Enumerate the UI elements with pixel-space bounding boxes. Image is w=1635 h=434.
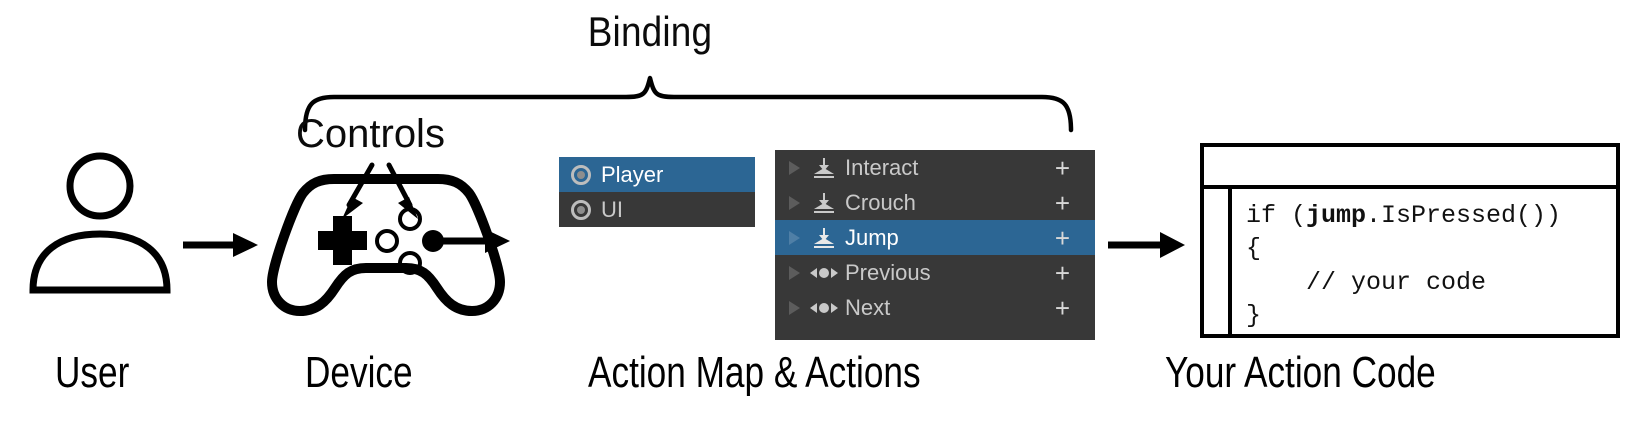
action-row-previous[interactable]: Previous + — [775, 255, 1095, 290]
code-line: .IsPressed()) — [1366, 201, 1562, 230]
right-arrow-icon — [1108, 232, 1185, 258]
stage-label-device: Device — [305, 348, 413, 397]
code-line: } — [1246, 300, 1262, 330]
action-label: Crouch — [845, 189, 916, 215]
add-binding-button[interactable]: + — [1054, 222, 1070, 253]
axis-action-icon — [807, 265, 841, 281]
action-label: Next — [845, 294, 891, 320]
callout-arrow-icon — [342, 162, 418, 219]
action-label: Jump — [845, 224, 899, 250]
add-binding-button[interactable]: + — [1054, 152, 1070, 183]
action-label: Previous — [845, 259, 931, 285]
action-map-row-ui[interactable]: UI — [559, 192, 755, 227]
action-map-icon — [571, 164, 591, 185]
code-editor-window[interactable]: if (jump.IsPressed()) { // your code } — [1200, 143, 1620, 338]
foldout-arrow-icon[interactable] — [781, 300, 807, 315]
action-row-interact[interactable]: Interact + — [775, 150, 1095, 185]
action-map-icon — [571, 199, 591, 220]
right-arrow-icon — [183, 233, 258, 257]
user-person-icon — [29, 152, 171, 294]
add-binding-button[interactable]: + — [1054, 187, 1070, 218]
action-label: Interact — [845, 154, 919, 180]
foldout-arrow-icon[interactable] — [781, 195, 807, 210]
stage-label-user: User — [55, 348, 130, 397]
action-row-next[interactable]: Next + — [775, 290, 1095, 325]
add-binding-button[interactable]: + — [1054, 292, 1070, 323]
code-text[interactable]: if (jump.IsPressed()) { // your code } — [1232, 189, 1616, 334]
gamepad-icon — [267, 174, 505, 316]
code-window-titlebar — [1204, 147, 1616, 189]
button-action-icon — [807, 192, 841, 214]
action-row-crouch[interactable]: Crouch + — [775, 185, 1095, 220]
action-maps-panel[interactable]: Player UI — [559, 157, 755, 227]
right-arrow-icon — [440, 229, 510, 253]
action-map-label: UI — [601, 196, 623, 222]
code-line: { — [1246, 234, 1262, 264]
code-gutter — [1204, 189, 1232, 334]
axis-action-icon — [807, 300, 841, 316]
button-action-icon — [807, 227, 841, 249]
controls-label: Controls — [296, 112, 445, 156]
foldout-arrow-icon[interactable] — [781, 230, 807, 245]
stage-label-code: Your Action Code — [1165, 348, 1436, 397]
stage-label-action-map: Action Map & Actions — [588, 348, 921, 397]
binding-label: Binding — [587, 8, 713, 55]
action-map-row-player[interactable]: Player — [559, 157, 755, 192]
foldout-arrow-icon[interactable] — [781, 160, 807, 175]
actions-panel[interactable]: Interact + Crouch + — [775, 150, 1095, 340]
button-action-icon — [807, 157, 841, 179]
add-binding-button[interactable]: + — [1054, 257, 1070, 288]
code-line: if ( — [1246, 201, 1307, 230]
code-token-jump: jump — [1306, 201, 1367, 230]
action-row-jump[interactable]: Jump + — [775, 220, 1095, 255]
code-window-body: if (jump.IsPressed()) { // your code } — [1204, 189, 1616, 334]
code-line: // your code — [1246, 267, 1487, 297]
foldout-arrow-icon[interactable] — [781, 265, 807, 280]
action-map-label: Player — [601, 161, 664, 187]
